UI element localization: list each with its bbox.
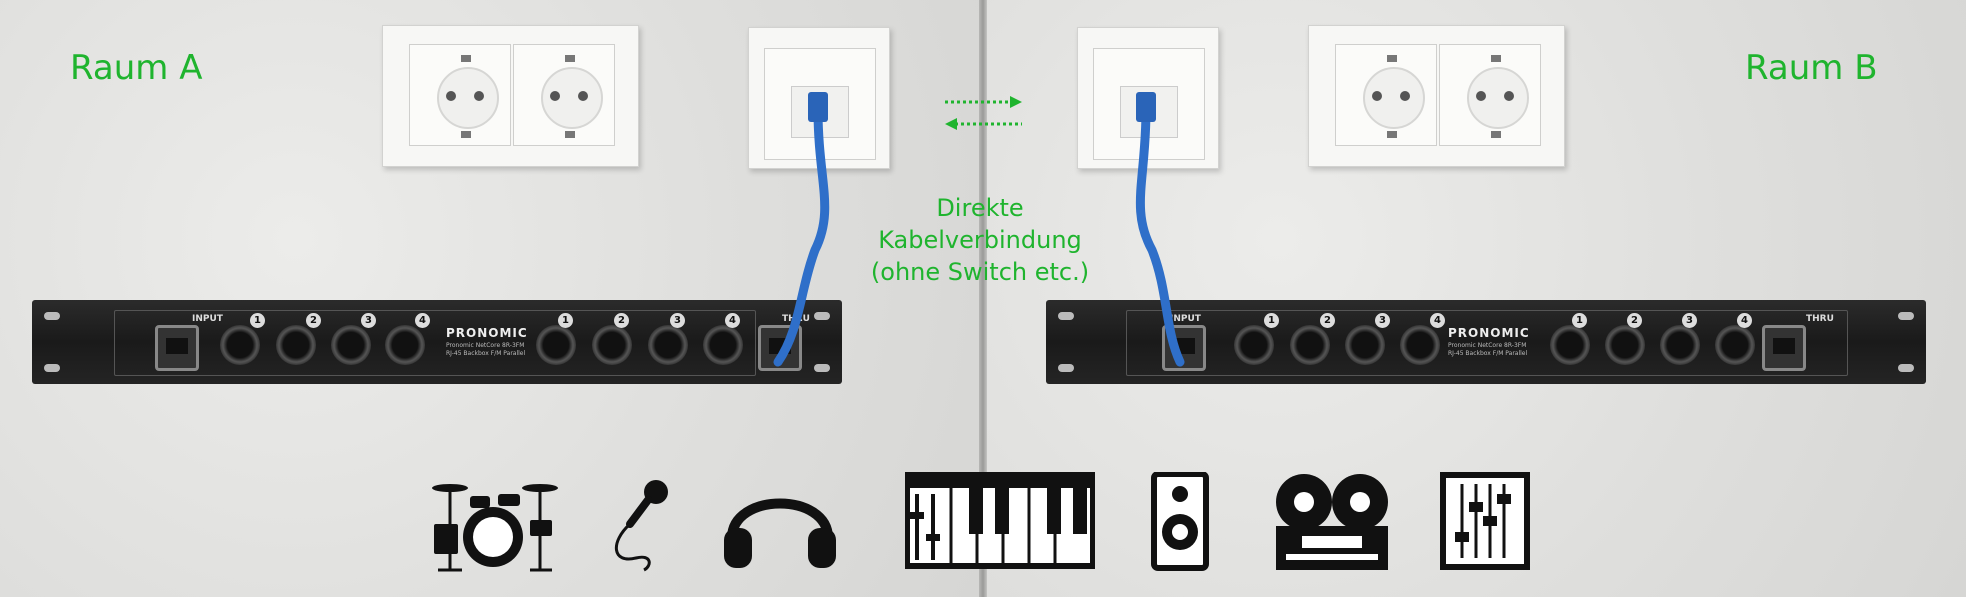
arrow-right-icon (1010, 96, 1022, 108)
xlr-female-jack (1400, 325, 1440, 365)
xlr-female-jack (1234, 325, 1274, 365)
channel-number: 4 (1737, 313, 1752, 328)
channel-number: 2 (1627, 313, 1642, 328)
xlr-male-jack (1715, 325, 1755, 365)
input-label: INPUT (1170, 314, 1201, 324)
headphones-icon (724, 498, 836, 568)
power-socket-double-left (382, 25, 639, 167)
xlr-female-jack (1345, 325, 1385, 365)
xlr-male-jack (1550, 325, 1590, 365)
xlr-male-jack (536, 325, 576, 365)
room-b-label: Raum B (1745, 48, 1878, 88)
network-cable-room-a (773, 105, 830, 367)
power-socket (1439, 44, 1541, 146)
model-line-2: RJ-45 Backbox F/M Parallel (446, 350, 526, 357)
xlr-male-jack (703, 325, 743, 365)
rj45-input-port (155, 325, 199, 371)
wall-divider (979, 0, 987, 597)
thru-label: THRU (1806, 314, 1834, 324)
model-line-1: Pronomic NetCore 8R-3FM (446, 342, 525, 349)
brand-logo: PRONOMIC (1448, 326, 1530, 340)
input-label: INPUT (192, 314, 223, 324)
rj45-thru-port (1762, 325, 1806, 371)
rj45-plug-icon (1136, 92, 1156, 122)
channel-number: 4 (415, 313, 430, 328)
note-line-2: Kabelverbindung (878, 226, 1082, 254)
power-socket (513, 44, 615, 146)
model-line-1: Pronomic NetCore 8R-3FM (1448, 342, 1527, 349)
xlr-male-jack (1660, 325, 1700, 365)
channel-number: 2 (614, 313, 629, 328)
xlr-female-jack (220, 325, 260, 365)
note-line-3: (ohne Switch etc.) (870, 258, 1090, 286)
note-line-1: Direkte (936, 194, 1024, 222)
channel-number: 2 (306, 313, 321, 328)
channel-number: 3 (1682, 313, 1697, 328)
power-socket (1335, 44, 1437, 146)
channel-number: 3 (361, 313, 376, 328)
xlr-male-jack (648, 325, 688, 365)
channel-number: 2 (1320, 313, 1335, 328)
xlr-female-jack (385, 325, 425, 365)
power-socket-double-right (1308, 25, 1565, 167)
channel-number: 1 (1572, 313, 1587, 328)
xlr-female-jack (1290, 325, 1330, 365)
network-cable-room-b (1135, 105, 1185, 367)
rj45-plug-icon (808, 92, 828, 122)
direct-connection-note: Direkte Kabelverbindung (ohne Switch etc… (840, 192, 1120, 288)
power-socket (409, 44, 511, 146)
room-a-label: Raum A (70, 48, 203, 88)
microphone-icon (614, 480, 668, 572)
tape-recorder-icon (1276, 474, 1388, 570)
mixer-fader-icon (1440, 472, 1530, 570)
channel-number: 1 (1264, 313, 1279, 328)
drum-kit-icon (432, 484, 558, 572)
channel-number: 4 (1430, 313, 1445, 328)
channel-number: 3 (670, 313, 685, 328)
channel-number: 4 (725, 313, 740, 328)
channel-number: 1 (558, 313, 573, 328)
xlr-female-jack (276, 325, 316, 365)
channel-number: 3 (1375, 313, 1390, 328)
speaker-icon (1151, 472, 1209, 571)
arrow-left-icon (945, 118, 957, 130)
model-line-2: RJ-45 Backbox F/M Parallel (1448, 350, 1528, 357)
xlr-male-jack (1605, 325, 1645, 365)
brand-logo: PRONOMIC (446, 326, 528, 340)
xlr-female-jack (331, 325, 371, 365)
xlr-male-jack (592, 325, 632, 365)
keyboard-icon (905, 472, 1095, 569)
channel-number: 1 (250, 313, 265, 328)
